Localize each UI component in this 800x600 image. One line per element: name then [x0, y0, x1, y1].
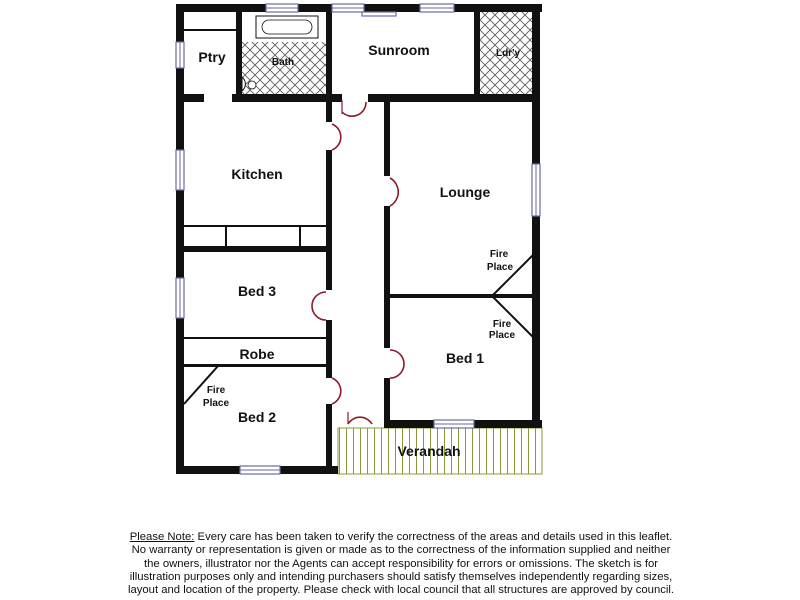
window-bed1-verandah	[433, 419, 475, 429]
pantry-label: Ptry	[198, 49, 225, 65]
bath-label: Bath	[272, 57, 294, 68]
door-bed1	[389, 349, 405, 379]
hall-wall-right-2	[384, 206, 390, 348]
wall-robe-bed2	[184, 364, 330, 367]
basin	[241, 75, 257, 93]
disclaimer-line-2: No warranty or representation is given o…	[131, 544, 671, 557]
bed1-fireplace-outline	[491, 295, 535, 339]
lounge-label: Lounge	[440, 184, 491, 200]
wall-sunroom-laundry	[474, 12, 480, 100]
hall-wall-left-4	[326, 404, 332, 474]
lounge-fireplace-label-1: Fire	[490, 249, 509, 260]
door-sunroom-hall	[341, 100, 367, 117]
window-top-bath	[265, 3, 299, 13]
door-bed2	[331, 377, 342, 405]
lounge-fireplace-label-2: Place	[487, 262, 514, 273]
wall-top-zone-bottom-c	[368, 94, 540, 102]
robe-label: Robe	[240, 346, 275, 362]
hall-wall-right-1	[384, 100, 390, 176]
hall-wall-left-2	[326, 150, 332, 290]
sunroom-label: Sunroom	[368, 42, 429, 58]
door-lounge	[389, 177, 399, 207]
hall-wall-right-3	[384, 378, 390, 428]
kitchen-label: Kitchen	[231, 166, 282, 182]
bathtub	[255, 15, 319, 39]
bed2-fireplace-outline	[183, 365, 219, 405]
bed2-fireplace-label-1: Fire	[207, 385, 226, 396]
door-kitchen	[331, 123, 342, 151]
disclaimer-line-1: Every care has been taken to verify the …	[194, 531, 673, 543]
laundry-tiles	[480, 12, 532, 94]
bed1-fireplace-label-1: Fire	[493, 319, 512, 330]
disclaimer-line-5: layout and location of the property. Ple…	[127, 584, 675, 597]
hall-wall-left-1	[326, 100, 332, 122]
disclaimer-line-4: illustration purposes only and intending…	[129, 570, 673, 583]
disclaimer-heading: Please Note:	[129, 531, 195, 543]
wall-bed3-robe	[184, 337, 330, 339]
door-front	[347, 412, 373, 425]
wall-bath-sunroom	[326, 12, 332, 100]
wall-lounge-bed1	[390, 294, 534, 298]
window-top-sunroom-left	[331, 3, 365, 13]
outer-wall-left	[176, 4, 184, 474]
bed3-label: Bed 3	[238, 283, 276, 299]
disclaimer-note: Please Note: Every care has been taken t…	[96, 531, 706, 597]
verandah-deck	[338, 428, 542, 474]
bed1-fireplace-label-2: Place	[489, 330, 516, 341]
wall-pantry-bath	[236, 12, 242, 94]
window-left-bed3	[175, 277, 185, 319]
window-sunroom-slider	[361, 11, 397, 17]
bed1-label: Bed 1	[446, 350, 484, 366]
wall-top-zone-bottom-b	[232, 94, 342, 102]
door-bed3	[311, 291, 327, 321]
kitchen-benches	[184, 225, 326, 246]
bed2-fireplace-label-2: Place	[203, 398, 230, 409]
disclaimer-line-3: the owners, illustrator nor the Agents c…	[143, 557, 659, 570]
window-left-kitchen	[175, 149, 185, 191]
laundry-label: Ldr'y	[496, 48, 520, 59]
hall-wall-left-3	[326, 320, 332, 378]
verandah-label: Verandah	[397, 443, 460, 459]
window-right-lounge	[531, 163, 541, 217]
window-bottom-bed2	[239, 465, 281, 475]
window-left-pantry	[175, 41, 185, 69]
lounge-fireplace-outline	[491, 253, 535, 297]
wall-kitchen-bed3	[184, 246, 330, 252]
bed2-label: Bed 2	[238, 409, 276, 425]
wall-top-zone-bottom-a	[176, 94, 204, 102]
window-top-sunroom-right	[419, 3, 455, 13]
